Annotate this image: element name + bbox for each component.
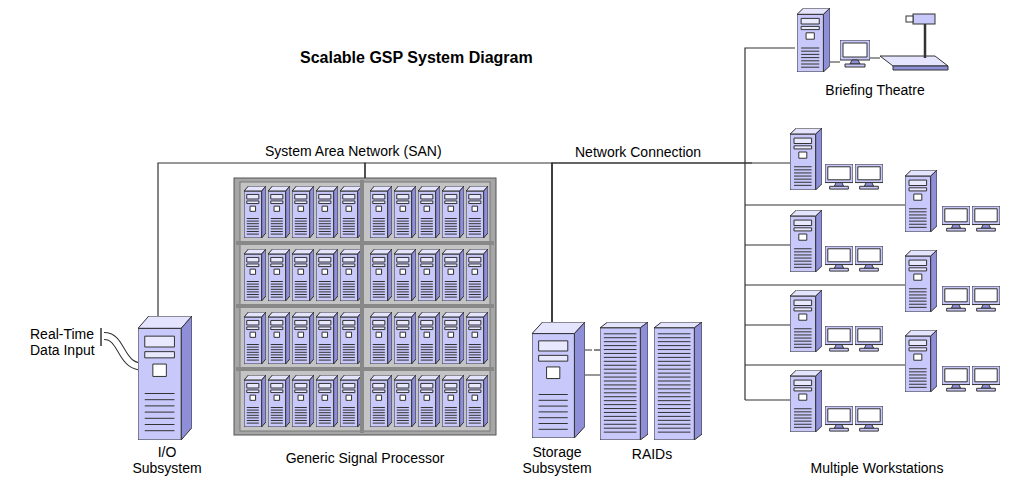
processor-tower [418, 375, 440, 427]
server-tower [790, 210, 822, 272]
server-tower [790, 128, 822, 190]
annotation-label: Real-Time Data Input [30, 326, 100, 358]
monitor [942, 286, 970, 311]
annotation-label: Network Connection [575, 144, 701, 160]
processor-tower [340, 186, 362, 238]
server-tower [790, 290, 822, 352]
processor-tower [316, 186, 338, 238]
monitor [855, 246, 883, 271]
annotation-label: System Area Network (SAN) [265, 143, 442, 159]
processor-tower [394, 249, 416, 301]
component-label: Storage Subsystem [520, 444, 594, 476]
component-node: I/O Subsystem [123, 316, 211, 476]
processor-tower [316, 375, 338, 427]
component-label: Multiple Workstations [811, 460, 944, 476]
raid-cabinet [600, 322, 648, 440]
input-bar [100, 328, 102, 346]
processor-tower [340, 375, 362, 427]
component-label: RAIDs [632, 446, 672, 462]
monitor [942, 366, 970, 391]
network-link [552, 48, 795, 322]
processor-tower [292, 249, 314, 301]
processor-tower [442, 375, 464, 427]
processor-tower [244, 312, 266, 364]
processor-tower [442, 312, 464, 364]
projector [880, 14, 948, 70]
processor-tower [466, 186, 488, 238]
monitor [855, 326, 883, 351]
monitor [972, 206, 1000, 231]
processor-tower [418, 312, 440, 364]
processor-tower [394, 375, 416, 427]
network-link [158, 163, 365, 316]
component-node: Multiple Workstations [752, 120, 1002, 476]
processor-tower [370, 375, 392, 427]
rack-shelves [236, 180, 494, 433]
monitor [855, 164, 883, 189]
component-label: Generic Signal Processor [286, 450, 445, 466]
processor-tower [442, 186, 464, 238]
processor-tower [442, 249, 464, 301]
rack-frame [234, 178, 496, 435]
processor-tower [370, 249, 392, 301]
component-node: Briefing Theatre [795, 6, 955, 98]
component-node: RAIDs [600, 322, 704, 462]
network-link [552, 163, 752, 322]
monitor [855, 406, 883, 431]
processor-tower [370, 312, 392, 364]
processor-tower [316, 312, 338, 364]
processor-tower [292, 312, 314, 364]
processor-tower [418, 186, 440, 238]
server-tower [905, 330, 937, 392]
processor-tower [370, 186, 392, 238]
server-tower [905, 170, 937, 232]
network-bus [745, 163, 905, 400]
processor-tower [268, 249, 290, 301]
component-label: Briefing Theatre [825, 82, 924, 98]
monitor [840, 40, 870, 67]
monitor [972, 286, 1000, 311]
processor-tower [292, 375, 314, 427]
monitor [825, 246, 853, 271]
server-tower [138, 316, 192, 440]
monitor [825, 326, 853, 351]
workstations [790, 128, 1000, 432]
raid-cable [585, 350, 600, 375]
component-node: Storage Subsystem [520, 322, 594, 476]
processor-tower [292, 186, 314, 238]
monitor [825, 406, 853, 431]
processor-tower [268, 375, 290, 427]
monitor [972, 366, 1000, 391]
processor-tower [466, 312, 488, 364]
server-tower [905, 250, 937, 312]
processor-tower [244, 375, 266, 427]
processor-tower [394, 186, 416, 238]
processor-tower [316, 249, 338, 301]
processor-tower [466, 249, 488, 301]
component-label: I/O Subsystem [123, 444, 211, 476]
processor-tower [268, 186, 290, 238]
server-tower [532, 322, 585, 438]
diagram-title: Scalable GSP System Diagram [300, 48, 533, 68]
processor-tower [268, 312, 290, 364]
processor-tower [244, 186, 266, 238]
server-tower [790, 370, 822, 432]
monitor [942, 206, 970, 231]
processor-tower [340, 249, 362, 301]
processor-tower [394, 312, 416, 364]
network-link [365, 163, 552, 322]
monitor [825, 164, 853, 189]
network-link [594, 349, 600, 350]
raid-cabinet [654, 322, 702, 440]
server-tower [797, 8, 830, 72]
processor-tower [418, 249, 440, 301]
processor-tower [340, 312, 362, 364]
processor-tower [244, 249, 266, 301]
component-node: Generic Signal Processor [234, 178, 496, 466]
processor-tower [466, 375, 488, 427]
